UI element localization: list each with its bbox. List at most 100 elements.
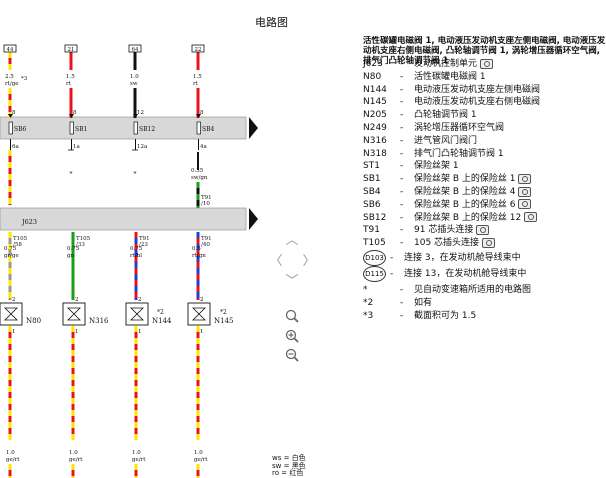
top-wire-color: rt xyxy=(193,81,199,87)
valve-symbol xyxy=(192,307,206,321)
top-wire-color: rt/ge xyxy=(5,81,18,87)
legend-text: 排气门凸轮轴调节阀 1 xyxy=(414,148,504,159)
legend-code: N316 xyxy=(363,135,387,146)
legend-item: SB4-保险丝架 B 上的保险丝 4 xyxy=(363,184,606,197)
bottom-wire-size: 1.0 xyxy=(132,450,141,456)
legend-dash: - xyxy=(390,269,394,279)
camera-icon[interactable] xyxy=(476,224,490,235)
fuse-output-label: 1a xyxy=(73,144,80,150)
legend-dash: - xyxy=(400,199,404,210)
legend-text: 105 芯插头连接 xyxy=(414,238,480,249)
top-connector-box xyxy=(128,44,142,53)
legend-text: 保险丝架 B 上的保险丝 4 xyxy=(414,187,516,197)
legend-text: 连接 13，在发动机舱导线束中 xyxy=(404,269,527,279)
fuse-output-label: 6a xyxy=(12,144,19,150)
bottom-wire-size: 1.0 xyxy=(69,450,78,456)
legend-code: SB1 xyxy=(363,174,381,185)
top-connector-label: 22 xyxy=(195,47,202,53)
fuse-label: SB6 xyxy=(14,126,27,133)
legend-dash: - xyxy=(400,84,404,95)
t91-label: T91 xyxy=(201,195,212,201)
top-wire-note: *3 xyxy=(21,76,28,82)
top-wire-size: 1.5 xyxy=(193,74,202,80)
valve-upper-pin: 2 xyxy=(138,297,142,303)
fuse-pin-label: 8 xyxy=(73,110,77,116)
legend-code: N205 xyxy=(363,110,387,121)
legend-note: *3-截面积可为 1.5 xyxy=(363,308,606,321)
fuse-pin-label: 12 xyxy=(137,110,144,116)
legend-heading: 活性碳罐电磁阀 1, 电动液压发动机支座左侧电磁阀, 电动液压发动机支座右侧电磁… xyxy=(363,36,606,66)
chevron-up-icon: ︿ xyxy=(285,233,299,248)
zoom-out-button[interactable] xyxy=(285,348,299,362)
camera-icon[interactable] xyxy=(518,199,532,210)
bottom-wire-color: ge/rt xyxy=(132,457,146,463)
legend-dash: - xyxy=(400,59,404,69)
legend-dash: - xyxy=(390,253,394,263)
legend-dash: - xyxy=(400,174,404,185)
legend-text: 涡轮增压器循环空气阀 xyxy=(414,123,505,133)
fuse-label: SB1 xyxy=(75,126,87,133)
valve-symbol xyxy=(67,307,81,321)
legend-dash: - xyxy=(400,238,404,249)
legend-text: 保险丝架 B 上的保险丝 12 xyxy=(414,212,522,223)
camera-icon[interactable] xyxy=(524,212,538,223)
arrow-icon xyxy=(69,114,74,118)
bottom-wire-size: 1.0 xyxy=(6,450,15,456)
legend-code: N80 xyxy=(363,71,382,82)
valve-label: N144 xyxy=(152,317,172,325)
legend-text: 活性碳罐电磁阀 1 xyxy=(414,71,486,82)
legend-text: 电动液压发动机支座右侧电磁阀 xyxy=(414,97,541,108)
legend-code: *2 xyxy=(363,297,374,308)
module-wire-size: 0.5 xyxy=(192,246,201,252)
legend-item: T91-91 芯插头连接 xyxy=(363,222,606,235)
nav-right-button[interactable]: 〉 xyxy=(301,254,317,270)
module-pin-number: /40 xyxy=(201,242,210,248)
valve-note: *2 xyxy=(220,309,227,316)
zoom-in-button[interactable] xyxy=(285,329,299,343)
camera-icon[interactable] xyxy=(518,186,532,197)
nav-down-button[interactable]: ﹀ xyxy=(284,274,300,290)
fuse-output-label: 4a xyxy=(200,144,207,150)
legend-note: *2-如有 xyxy=(363,295,606,308)
bottom-wire-size: 1.0 xyxy=(194,450,203,456)
chevron-right-icon: 〉 xyxy=(302,254,316,269)
legend-text: 保险丝架 B 上的保险丝 6 xyxy=(414,199,516,210)
bottom-wire-color: ge/rt xyxy=(6,457,20,463)
arrow-icon xyxy=(8,114,13,118)
legend-text: 发动机控制单元 xyxy=(414,59,478,69)
page-title: 电路图 xyxy=(255,16,288,29)
valve-symbol xyxy=(130,307,144,321)
legend-item: N249-涡轮增压器循环空气阀 xyxy=(363,120,606,133)
module-pin-connector: T105 xyxy=(13,236,28,242)
legend-item: SB1 -保险丝架 B 上的保险丝 1 xyxy=(363,171,606,184)
fuse-icon xyxy=(69,121,74,135)
camera-icon[interactable] xyxy=(518,173,532,184)
valve-note: *2 xyxy=(157,309,164,316)
valve-lower-pin: 1 xyxy=(12,329,16,335)
legend-text: 保险丝架 B 上的保险丝 1 xyxy=(414,174,516,185)
legend-text: 截面积可为 1.5 xyxy=(414,310,477,321)
valve-lower-pin: 1 xyxy=(138,329,142,335)
legend-code: SB4 xyxy=(363,187,381,197)
top-wire-color: rt xyxy=(66,81,72,87)
valve-symbol xyxy=(4,307,18,321)
legend-code: N318 xyxy=(363,148,387,159)
legend-item: N145-电动液压发动机支座右侧电磁阀 xyxy=(363,94,606,107)
fuse-holder-bar xyxy=(0,116,247,140)
legend-code: J623 xyxy=(363,59,383,69)
zoom-out-icon xyxy=(285,348,299,362)
fuse-label: SB4 xyxy=(202,126,215,133)
camera-icon[interactable] xyxy=(480,58,494,69)
top-connector-box xyxy=(64,44,78,53)
valve-label: N145 xyxy=(214,317,234,325)
sb4-wire-size: 0.35 xyxy=(191,168,204,174)
zoom-fit-button[interactable] xyxy=(285,309,299,323)
legend-dash: - xyxy=(400,161,404,172)
magnifier-icon xyxy=(285,309,299,323)
nav-up-button[interactable]: ︿ xyxy=(284,233,300,249)
nav-left-button[interactable]: 〈 xyxy=(268,254,284,270)
legend-dash: - xyxy=(400,97,404,108)
legend-code: * xyxy=(363,285,368,295)
top-wire-size: 1.0 xyxy=(130,74,139,80)
camera-icon[interactable] xyxy=(482,237,496,248)
